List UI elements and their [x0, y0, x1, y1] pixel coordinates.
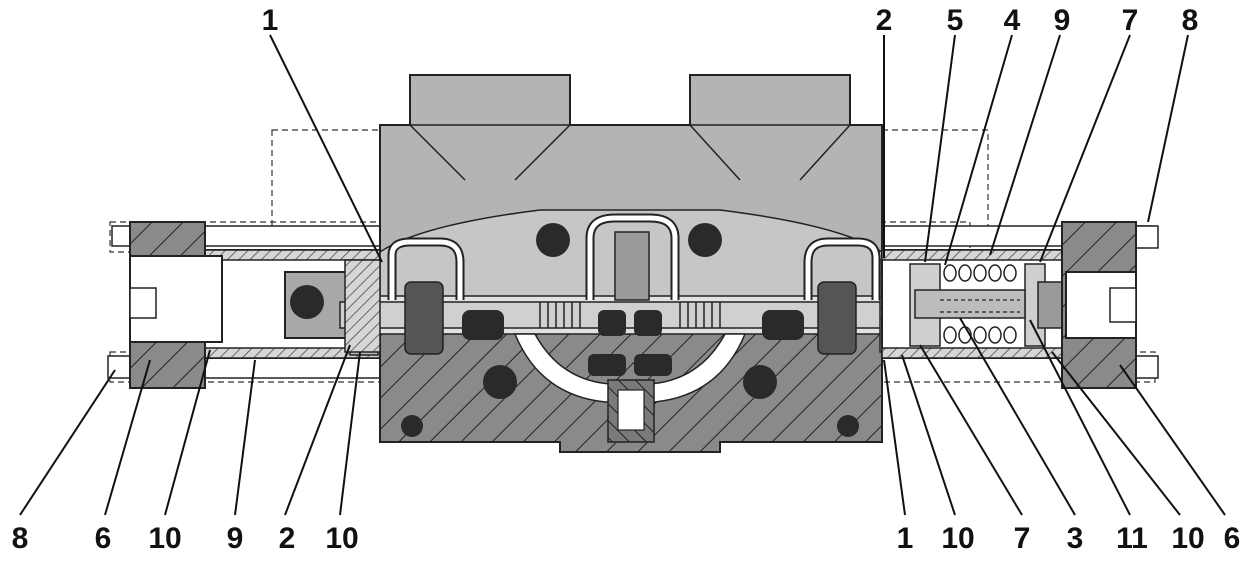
- callout-7-bottom: 7: [1014, 522, 1031, 555]
- callout-5-top: 5: [947, 4, 964, 37]
- callout-10b-bottom: 10: [325, 522, 358, 555]
- callout-9-bottom: 9: [227, 522, 244, 555]
- top-callouts: 1 2 5 4 9 7 8: [262, 4, 1199, 37]
- callout-10-bottom: 10: [148, 522, 181, 555]
- callout-10c-bottom: 10: [941, 522, 974, 555]
- callout-1-bottom: 1: [897, 522, 914, 555]
- callout-11-bottom: 11: [1116, 522, 1148, 555]
- valve-body: [378, 75, 884, 452]
- callout-2-bottom: 2: [279, 522, 296, 555]
- callout-9-top: 9: [1054, 4, 1071, 37]
- right-cylinder-tube: [882, 250, 1072, 358]
- callout-6-bottom: 6: [95, 522, 112, 555]
- bottom-callouts: 8 6 10 9 2 10 1 10 7 3 11 10 6: [12, 522, 1241, 555]
- callout-7-top: 7: [1122, 4, 1139, 37]
- callout-8-bottom: 8: [12, 522, 29, 555]
- callout-3-bottom: 3: [1067, 522, 1084, 555]
- callout-2-top: 2: [876, 4, 893, 37]
- callout-6b-bottom: 6: [1224, 522, 1241, 555]
- callout-10d-bottom: 10: [1171, 522, 1204, 555]
- callout-1-top: 1: [262, 4, 279, 37]
- callout-8-top: 8: [1182, 4, 1199, 37]
- callout-4-top: 4: [1004, 4, 1021, 37]
- right-end-cap: [1062, 222, 1136, 388]
